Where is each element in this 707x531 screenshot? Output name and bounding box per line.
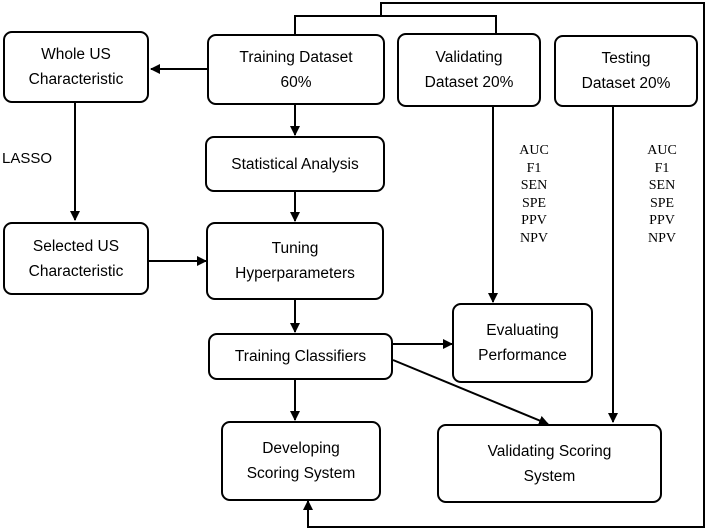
edge-classifiers-to-validating-scoring	[392, 359, 549, 426]
node-tuning-hyperparameters: Tuning Hyperparameters	[206, 222, 384, 300]
node-training-classifiers: Training Classifiers	[208, 333, 393, 380]
metric-f1: F1	[654, 160, 670, 176]
metric-sen: SEN	[520, 178, 548, 193]
metric-npv: NPV	[519, 230, 548, 246]
node-selected-us-characteristic: Selected US Characteristic	[3, 222, 149, 295]
metric-spe: SPE	[521, 195, 547, 211]
node-validating-dataset: Validating Dataset 20%	[397, 33, 541, 107]
metric-ppv: PPV	[649, 213, 675, 228]
edge-training-validating-bracket	[294, 15, 497, 34]
metric-spe: SPE	[649, 195, 675, 211]
edge-label-lasso: LASSO	[2, 150, 53, 167]
metric-sen: SEN	[648, 178, 676, 193]
node-validating-scoring-system: Validating Scoring System	[437, 424, 662, 503]
node-testing-dataset: Testing Dataset 20%	[554, 35, 698, 107]
metric-npv: NPV	[647, 230, 676, 246]
node-evaluating-performance: Evaluating Performance	[452, 303, 593, 383]
metric-auc: AUC	[519, 143, 549, 158]
node-developing-scoring-system: Developing Scoring System	[221, 421, 381, 501]
metric-ppv: PPV	[521, 213, 547, 228]
metric-auc: AUC	[647, 143, 677, 158]
node-statistical-analysis: Statistical Analysis	[205, 136, 385, 192]
metric-f1: F1	[526, 160, 542, 176]
metrics-list-testing: AUC F1 SEN SPE PPV NPV	[637, 142, 687, 247]
edge-loop-to-developing	[303, 2, 705, 528]
metrics-list-validating: AUC F1 SEN SPE PPV NPV	[509, 142, 559, 247]
node-training-dataset: Training Dataset 60%	[207, 34, 385, 105]
node-whole-us-characteristic: Whole US Characteristic	[3, 31, 149, 103]
